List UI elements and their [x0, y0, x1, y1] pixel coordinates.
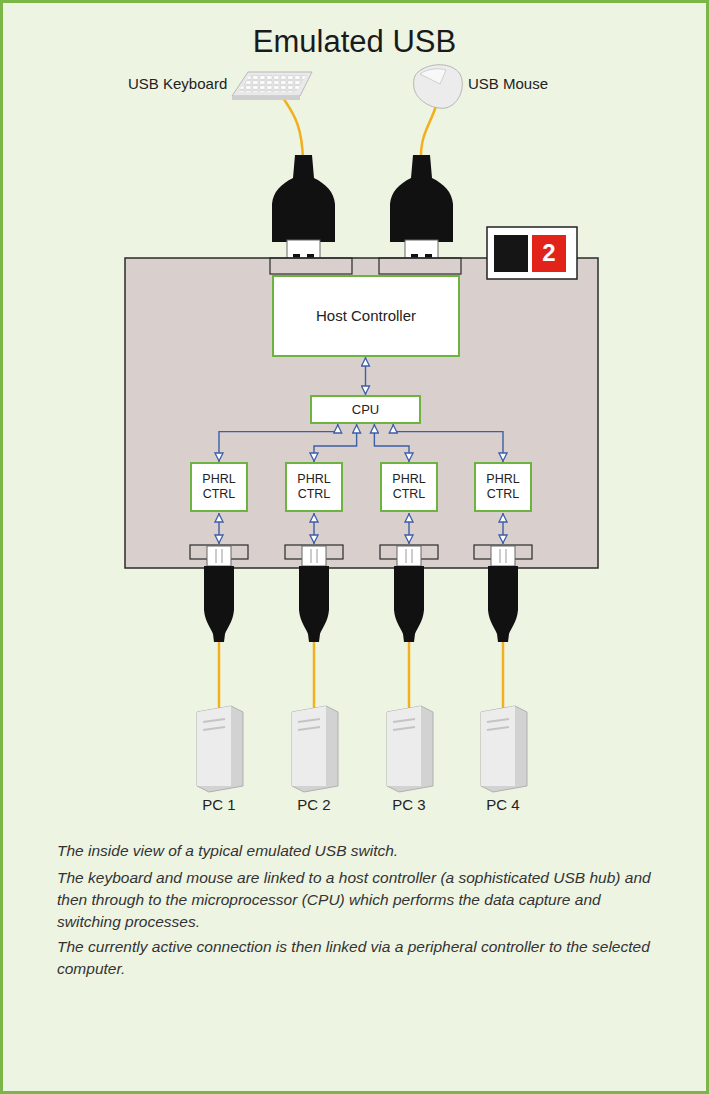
device-label: USB Keyboard: [128, 75, 227, 92]
caption-text: The currently active connection is then …: [57, 936, 657, 980]
box-label: CPU: [352, 402, 379, 418]
display-number: 2: [532, 239, 566, 267]
data-connector: [374, 424, 409, 462]
usb-port: [379, 258, 461, 274]
peripheral-controller-box: PHRL CTRL: [380, 462, 438, 512]
pc-link: [474, 545, 532, 792]
display-digit: [494, 235, 528, 272]
keyboard-icon: [232, 72, 312, 100]
box-label: PHRL CTRL: [291, 472, 337, 502]
box-label: Host Controller: [316, 307, 416, 325]
display: [487, 227, 577, 279]
data-connector: [393, 424, 503, 462]
data-connector: [314, 424, 357, 462]
mouse-icon: [414, 65, 463, 109]
cable: [282, 96, 303, 160]
box-label: PHRL CTRL: [386, 472, 432, 502]
pc-icon: [387, 706, 433, 792]
box-label: PHRL CTRL: [196, 472, 242, 502]
peripheral-controller-box: PHRL CTRL: [190, 462, 248, 512]
controller-box: Host Controller: [272, 275, 460, 357]
usb-port: [270, 258, 352, 274]
data-connector: [365, 357, 366, 395]
device-label: USB Mouse: [468, 75, 548, 92]
usb-plug: [272, 155, 335, 270]
usb-plug: [390, 155, 453, 270]
pc-icon: [292, 706, 338, 792]
caption-text: The keyboard and mouse are linked to a h…: [57, 867, 657, 933]
peripheral-controller-box: PHRL CTRL: [285, 462, 343, 512]
device-label: PC 4: [473, 796, 533, 813]
data-link: [502, 513, 503, 544]
caption: The inside view of a typical emulated US…: [57, 840, 657, 862]
pc-link: [285, 545, 343, 792]
device-label: PC 1: [189, 796, 249, 813]
data-link: [408, 513, 409, 544]
peripheral-controller-box: PHRL CTRL: [474, 462, 532, 512]
box-label: PHRL CTRL: [480, 472, 526, 502]
cable: [421, 106, 436, 160]
data-link: [218, 513, 219, 544]
title: Emulated USB: [0, 24, 709, 60]
pc-icon: [481, 706, 527, 792]
switch-housing: [125, 258, 598, 568]
display-digit: [532, 235, 566, 272]
pc-connections: [190, 545, 532, 792]
device-label: PC 3: [379, 796, 439, 813]
device-label: PC 2: [284, 796, 344, 813]
pc-link: [380, 545, 438, 792]
pc-icon: [197, 706, 243, 792]
data-link: [313, 513, 314, 544]
pc-link: [190, 545, 248, 792]
cpu-box: CPU: [310, 395, 421, 424]
data-connector: [219, 424, 338, 462]
